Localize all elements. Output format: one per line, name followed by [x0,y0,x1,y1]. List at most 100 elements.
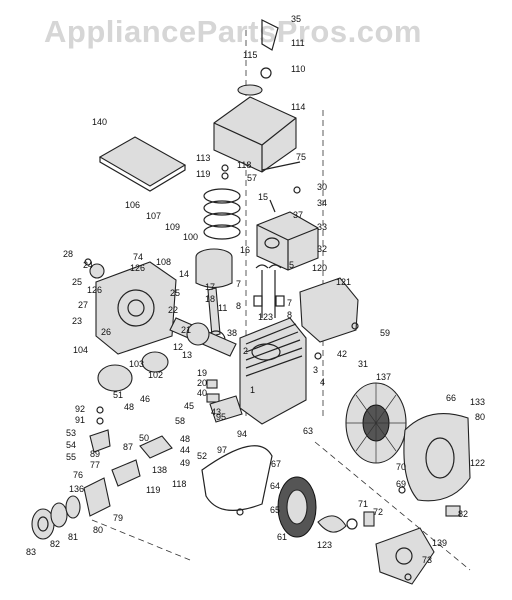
callout-c123a: 123 [258,312,273,322]
callout-c24: 24 [83,260,93,270]
callout-c37: 37 [293,210,303,220]
callout-c7a: 7 [236,279,241,289]
callout-c27: 27 [78,300,88,310]
callout-c38: 38 [227,328,237,338]
guide-line [314,441,471,571]
hardware [84,164,412,581]
oil-seal [89,263,105,279]
callout-c82b: 82 [50,539,60,549]
piston [195,248,233,289]
callout-c52: 52 [197,451,207,461]
callout-c118: 118 [237,160,251,170]
callout-c22: 22 [168,305,178,315]
callout-c118b: 118 [172,479,186,489]
callout-c106: 106 [125,200,140,210]
callout-c137: 137 [376,372,391,382]
callout-c110: 110 [291,64,305,74]
callout-c119b: 119 [146,485,160,495]
callout-c72: 72 [373,507,383,517]
callout-c87: 87 [123,442,133,452]
callout-c126b: 126 [87,285,102,295]
callout-c19: 19 [197,368,207,378]
callout-c74: 74 [133,252,143,262]
callout-c97: 97 [217,445,227,455]
callout-c65: 65 [270,505,280,515]
callout-c64: 64 [270,481,280,491]
callout-c133: 133 [470,397,485,407]
callout-c21: 21 [181,325,191,335]
callout-c28: 28 [63,249,73,259]
callout-c81: 81 [68,532,78,542]
callout-c31: 31 [358,359,368,369]
callout-c4: 4 [320,377,325,387]
callout-c3: 3 [313,365,318,375]
callout-c113: 113 [196,153,210,163]
callout-c42: 42 [337,349,347,359]
callout-c71: 71 [358,499,368,509]
callout-c107: 107 [146,211,161,221]
fuel-tank [213,84,297,173]
callout-c18: 18 [205,294,215,304]
callout-c12: 12 [173,342,183,352]
callout-c43: 43 [211,407,221,417]
starter-fan [345,382,407,464]
callout-c126a: 126 [130,263,145,273]
callout-c119: 119 [196,169,210,179]
callout-c91: 91 [75,415,85,425]
drum [97,351,169,392]
callout-c136: 136 [69,484,84,494]
tank-bracket [261,19,279,51]
callout-c54: 54 [66,440,76,450]
cylinder-block [239,317,307,425]
callout-c111: 111 [291,38,305,48]
callout-c76: 76 [73,470,83,480]
callout-c109: 109 [165,222,180,232]
callout-c25b: 25 [170,288,180,298]
callout-c140: 140 [92,117,107,127]
callout-c49: 49 [180,458,190,468]
callout-c1: 1 [250,385,255,395]
air-filter-pad [98,136,187,192]
callout-c75: 75 [296,152,306,162]
callout-c82: 82 [458,509,468,519]
cylinder-baffle [299,277,359,343]
callout-c79: 79 [113,513,123,523]
callout-c108: 108 [156,257,171,267]
tank-cap [260,67,272,79]
shroud-band [201,445,273,511]
watermark: AppliancePartsPros.com [44,14,422,49]
callout-c23: 23 [72,316,82,326]
callout-c77: 77 [90,460,100,470]
callout-c15: 15 [258,192,268,202]
callout-c115: 115 [243,50,257,60]
recoil-cover [375,527,435,585]
valves [253,264,285,318]
callout-c2: 2 [243,346,248,356]
callout-c67: 67 [271,459,281,469]
callout-c13: 13 [182,350,192,360]
callout-c94: 94 [237,429,247,439]
callout-c45: 45 [184,401,194,411]
callout-c7b: 7 [287,298,292,308]
carburetor-link [261,161,301,213]
piston-rings [203,188,241,240]
callout-c14: 14 [179,269,189,279]
flywheel [277,476,317,538]
crankshaft [169,317,237,357]
callout-c53: 53 [66,428,76,438]
callout-c32: 32 [317,244,327,254]
governor-parts [206,379,243,423]
callout-c8a: 8 [236,301,241,311]
callout-c55: 55 [66,452,76,462]
callout-c66: 66 [446,393,456,403]
crankcase-cover [95,261,177,355]
callout-c50: 50 [139,433,149,443]
callout-c34: 34 [317,198,327,208]
throttle-bracket [89,429,111,453]
callout-c17: 17 [205,282,215,292]
callout-c80b: 80 [93,525,103,535]
callout-c104: 104 [73,345,88,355]
callout-c114: 114 [291,102,305,112]
